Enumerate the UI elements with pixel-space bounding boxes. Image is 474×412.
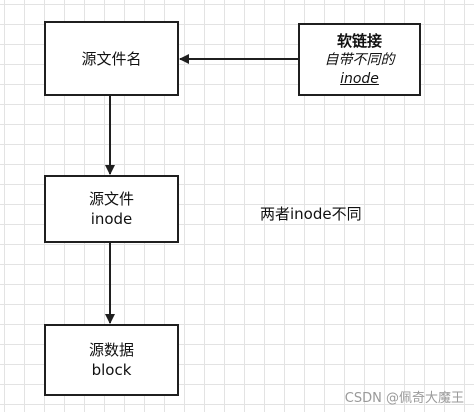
node-source-data-line2: block bbox=[91, 361, 132, 379]
watermark-text: CSDN @佩奇大魔王 bbox=[344, 391, 464, 406]
node-source-inode-line1: 源文件 bbox=[88, 190, 134, 208]
node-source-inode-line2: inode bbox=[90, 210, 133, 228]
node-source-data-line1: 源数据 bbox=[88, 341, 134, 359]
node-symlink-inode-label: inode bbox=[340, 70, 379, 87]
node-source-filename: 源文件名 bbox=[44, 21, 179, 96]
node-source-filename-label: 源文件名 bbox=[81, 49, 142, 68]
node-source-data: 源数据 block bbox=[44, 324, 179, 396]
node-symlink-subtitle: 自带不同的 bbox=[324, 51, 395, 68]
node-symlink: 软链接 自带不同的 inode bbox=[298, 23, 421, 96]
node-symlink-title: 软链接 bbox=[336, 31, 382, 50]
annotation-text: 两者inode不同 bbox=[260, 205, 362, 223]
node-source-inode: 源文件 inode bbox=[44, 175, 179, 243]
